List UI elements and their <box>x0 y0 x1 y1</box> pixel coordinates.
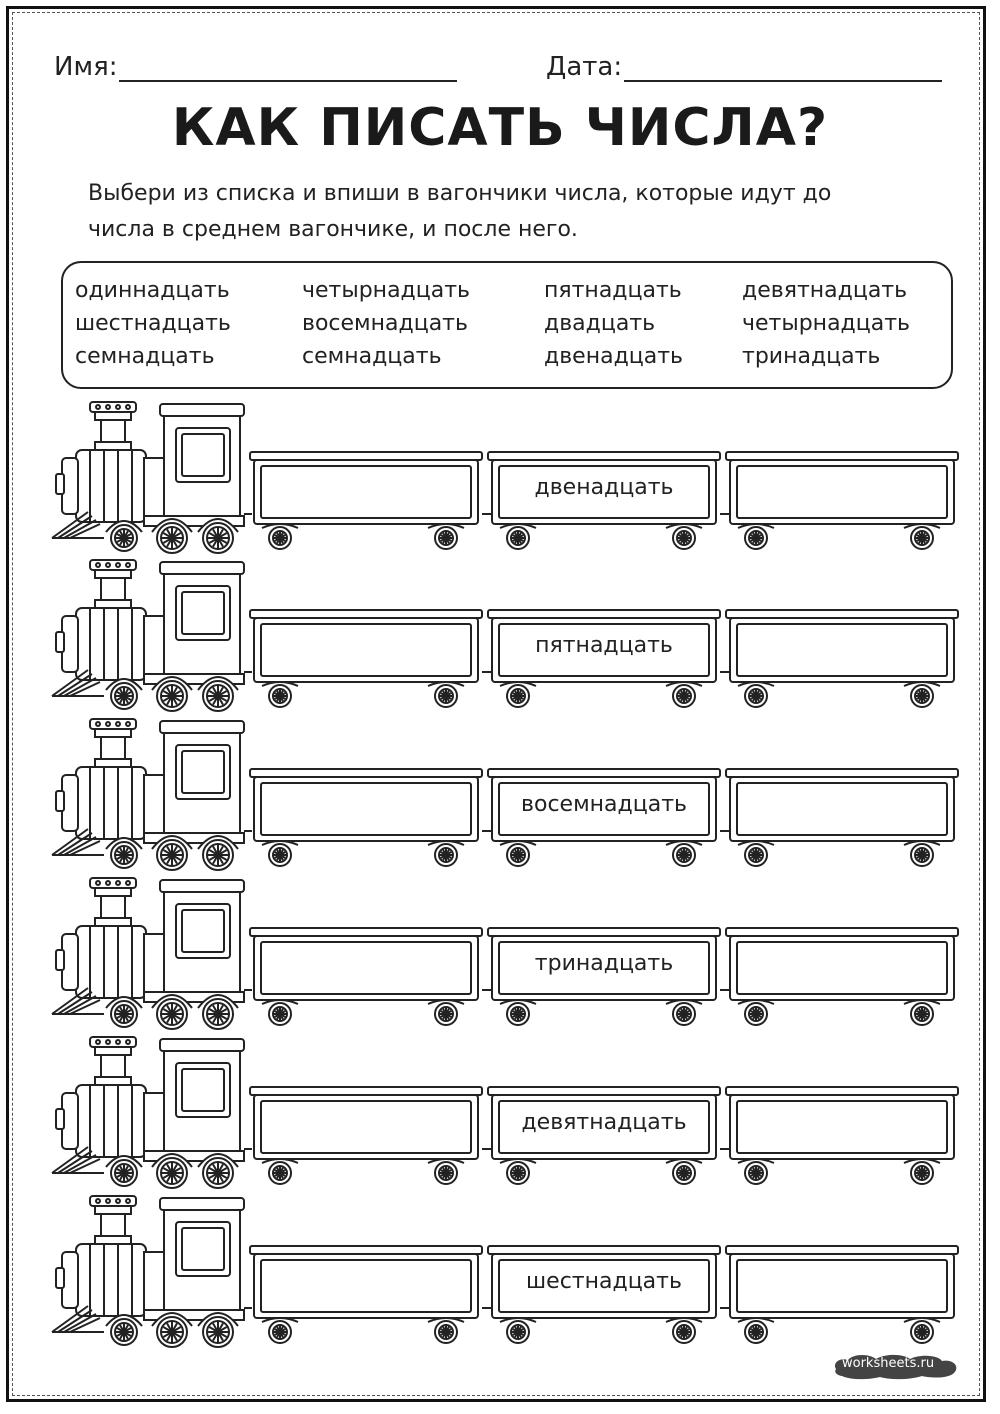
wagon-right <box>725 609 959 708</box>
answer-box-after[interactable] <box>737 1260 947 1312</box>
word-bank-column-4: девятнадцать четырнадцать тринадцать <box>742 274 910 373</box>
locomotive-icon <box>51 1195 252 1348</box>
train-row: девятнадцать <box>48 1033 968 1189</box>
answer-box-before[interactable] <box>261 783 471 835</box>
word-bank-item: семнадцать <box>75 344 215 369</box>
wagon-middle <box>487 768 721 867</box>
wagon-right <box>725 927 959 1026</box>
word-bank-box <box>61 261 953 389</box>
answer-box-after[interactable] <box>737 624 947 676</box>
wagon-middle <box>487 927 721 1026</box>
answer-box-before[interactable] <box>261 1101 471 1153</box>
wagon-left <box>249 609 483 708</box>
wagon-right <box>725 1245 959 1344</box>
answer-box-before[interactable] <box>261 942 471 994</box>
wagon-right <box>725 768 959 867</box>
word-bank-item: восемнадцать <box>302 311 468 336</box>
train-drawing <box>51 1195 959 1348</box>
wagon-left <box>249 768 483 867</box>
wagon-left <box>249 1245 483 1344</box>
train-drawing <box>51 877 959 1030</box>
middle-wagon-number: двенадцать <box>534 474 674 500</box>
watermark: worksheets.ru <box>830 1351 960 1381</box>
wagon-middle <box>487 1245 721 1344</box>
word-bank-item: тринадцать <box>742 344 881 369</box>
wagon-right <box>725 1086 959 1185</box>
wagon-middle <box>487 609 721 708</box>
train-drawing <box>51 401 959 554</box>
word-bank-item: двадцать <box>544 311 656 336</box>
wagon-left <box>249 451 483 550</box>
word-bank-item: четырнадцать <box>302 278 470 303</box>
wagon-right <box>725 451 959 550</box>
name-field: Имя: <box>54 52 458 82</box>
answer-box-after[interactable] <box>737 942 947 994</box>
answer-box-before[interactable] <box>261 624 471 676</box>
word-bank-item: девятнадцать <box>742 278 908 303</box>
date-input-line[interactable] <box>624 54 943 82</box>
word-bank-item: семнадцать <box>302 344 442 369</box>
instruction: Выбери из списка и впиши в вагончики чис… <box>88 176 948 248</box>
train-row: пятнадцать <box>48 556 968 712</box>
locomotive-icon <box>51 559 252 712</box>
train-drawing <box>51 1036 959 1189</box>
answer-box-after[interactable] <box>737 466 947 518</box>
train-drawing <box>51 718 959 871</box>
word-bank-item: одиннадцать <box>75 278 230 303</box>
word-bank-item: двенадцать <box>544 344 684 369</box>
locomotive-icon <box>51 718 252 871</box>
middle-wagon-number: восемнадцать <box>521 791 687 817</box>
name-label: Имя: <box>54 52 118 82</box>
page-border-dashed <box>12 12 980 1396</box>
page-border <box>6 6 986 1402</box>
instruction-line-2: числа в среднем вагончике, и после него. <box>88 217 578 242</box>
locomotive-icon <box>51 401 252 554</box>
word-bank-item: пятнадцать <box>544 278 682 303</box>
middle-wagon-number: девятнадцать <box>521 1109 687 1135</box>
answer-box-after[interactable] <box>737 783 947 835</box>
wagon-middle <box>487 1086 721 1185</box>
train-row: восемнадцать <box>48 715 968 871</box>
locomotive-icon <box>51 1036 252 1189</box>
answer-box-after[interactable] <box>737 1101 947 1153</box>
answer-box-before[interactable] <box>261 1260 471 1312</box>
watermark-text: worksheets.ru <box>842 1356 935 1371</box>
middle-wagon-number: пятнадцать <box>535 632 673 658</box>
date-label: Дата: <box>546 52 623 82</box>
word-bank-item: шестнадцать <box>75 311 231 336</box>
date-field: Дата: <box>546 52 943 82</box>
train-row: двенадцать <box>48 398 968 554</box>
instruction-line-1: Выбери из списка и впиши в вагончики чис… <box>88 181 832 206</box>
watermark-cloud-icon <box>834 1354 957 1380</box>
word-bank-item: четырнадцать <box>742 311 910 336</box>
wagon-middle <box>487 451 721 550</box>
wagon-left <box>249 1086 483 1185</box>
answer-box-before[interactable] <box>261 466 471 518</box>
word-bank-column-2: четырнадцать восемнадцать семнадцать <box>302 274 470 373</box>
train-drawing <box>51 559 959 712</box>
middle-wagon-number: шестнадцать <box>526 1268 682 1294</box>
name-input-line[interactable] <box>119 54 458 82</box>
wagon-left <box>249 927 483 1026</box>
word-bank-column-1: одиннадцать шестнадцать семнадцать <box>75 274 231 373</box>
word-bank-column-3: пятнадцать двадцать двенадцать <box>544 274 683 373</box>
page-title: КАК ПИСАТЬ ЧИСЛА? <box>171 98 829 158</box>
train-row: тринадцать <box>48 874 968 1030</box>
train-row: шестнадцать <box>48 1192 968 1348</box>
middle-wagon-number: тринадцать <box>534 950 674 976</box>
locomotive-icon <box>51 877 252 1030</box>
